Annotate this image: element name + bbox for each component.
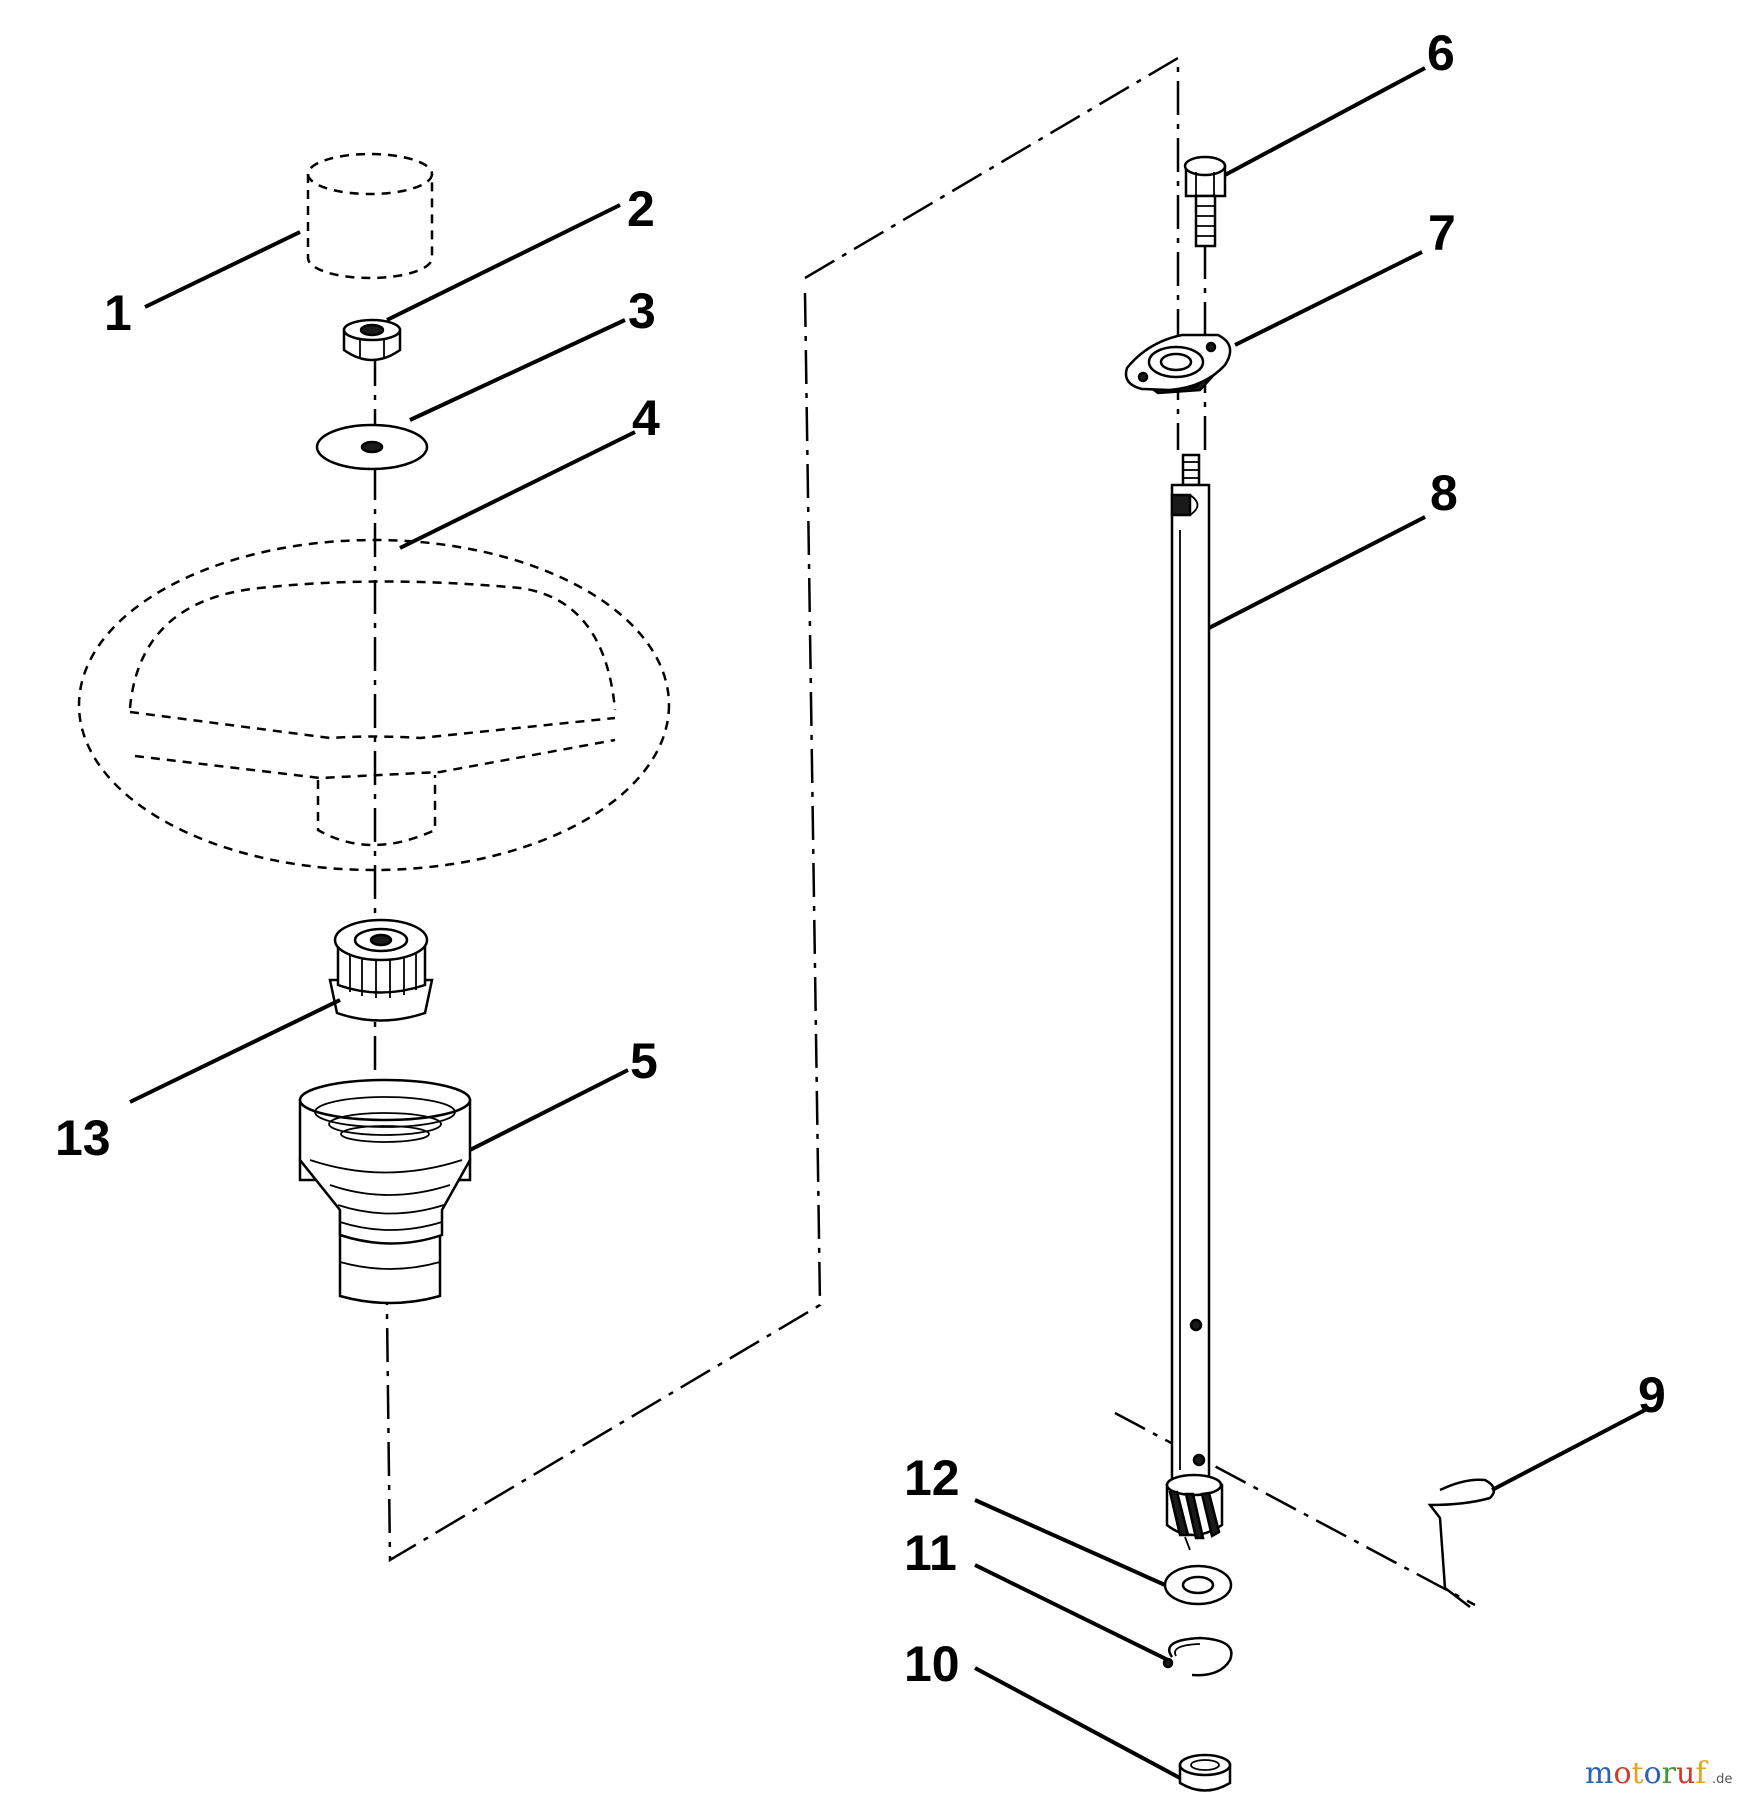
callout-9: 9 [1638,1367,1666,1423]
part-1-cap [306,152,434,280]
part-8-steering-shaft [1170,453,1211,1482]
part-2-nut [342,318,402,362]
callout-8: 8 [1430,465,1458,521]
watermark-letter: f [1695,1756,1708,1791]
part-12-washer [1163,1564,1233,1606]
svg-text:motoruf: motoruf [1585,1756,1708,1791]
callout-7: 7 [1428,205,1456,261]
callout-3: 3 [628,283,656,339]
leader-lines [129,66,1646,1780]
leader-2 [386,203,621,322]
watermark-letter: o [1644,1756,1662,1791]
part-10-cap-plug [1178,1753,1232,1792]
callout-11: 11 [904,1525,957,1581]
phantom-plane-outline [383,55,1476,1607]
callout-numbers: 1 2 3 4 5 6 7 8 9 10 11 12 13 [55,25,1666,1692]
callout-6: 6 [1427,25,1455,81]
watermark-suffix: .de [1712,1772,1732,1787]
part-4-steering-wheel [77,538,671,872]
leader-10 [974,1666,1181,1780]
part-3-washer [315,423,429,471]
callout-4: 4 [632,390,660,446]
leader-13 [129,998,341,1104]
callout-5: 5 [630,1033,658,1089]
motoruf-watermark: motoruf .de [1585,1756,1732,1791]
leader-4 [399,430,636,550]
part-6-bolt [1183,155,1227,248]
callout-2: 2 [627,181,655,237]
watermark-letter: r [1662,1756,1677,1791]
part-9-wire-clip [1427,1478,1496,1608]
leader-5 [469,1068,629,1152]
watermark-letter: u [1676,1756,1695,1791]
watermark-letter: o [1613,1756,1631,1791]
part-11-retaining-ring [1162,1636,1233,1677]
part-5-column-cover [298,1078,472,1305]
callout-12: 12 [904,1450,960,1506]
callout-13: 13 [55,1110,111,1166]
part-7-flange-bushing [1124,333,1232,395]
watermark-letter: t [1632,1756,1644,1791]
leader-12 [974,1498,1166,1587]
part-13-splined-hub [328,918,434,1022]
pinion-gear [1165,1473,1224,1551]
leader-3 [409,318,626,422]
leader-7 [1234,250,1423,347]
watermark-letter: m [1585,1756,1613,1791]
callout-10: 10 [904,1636,960,1692]
leader-9 [1491,1408,1646,1492]
leader-1 [144,230,301,309]
leader-11 [974,1563,1169,1662]
callout-1: 1 [104,285,132,341]
leader-6 [1224,66,1426,177]
leader-8 [1208,515,1426,630]
